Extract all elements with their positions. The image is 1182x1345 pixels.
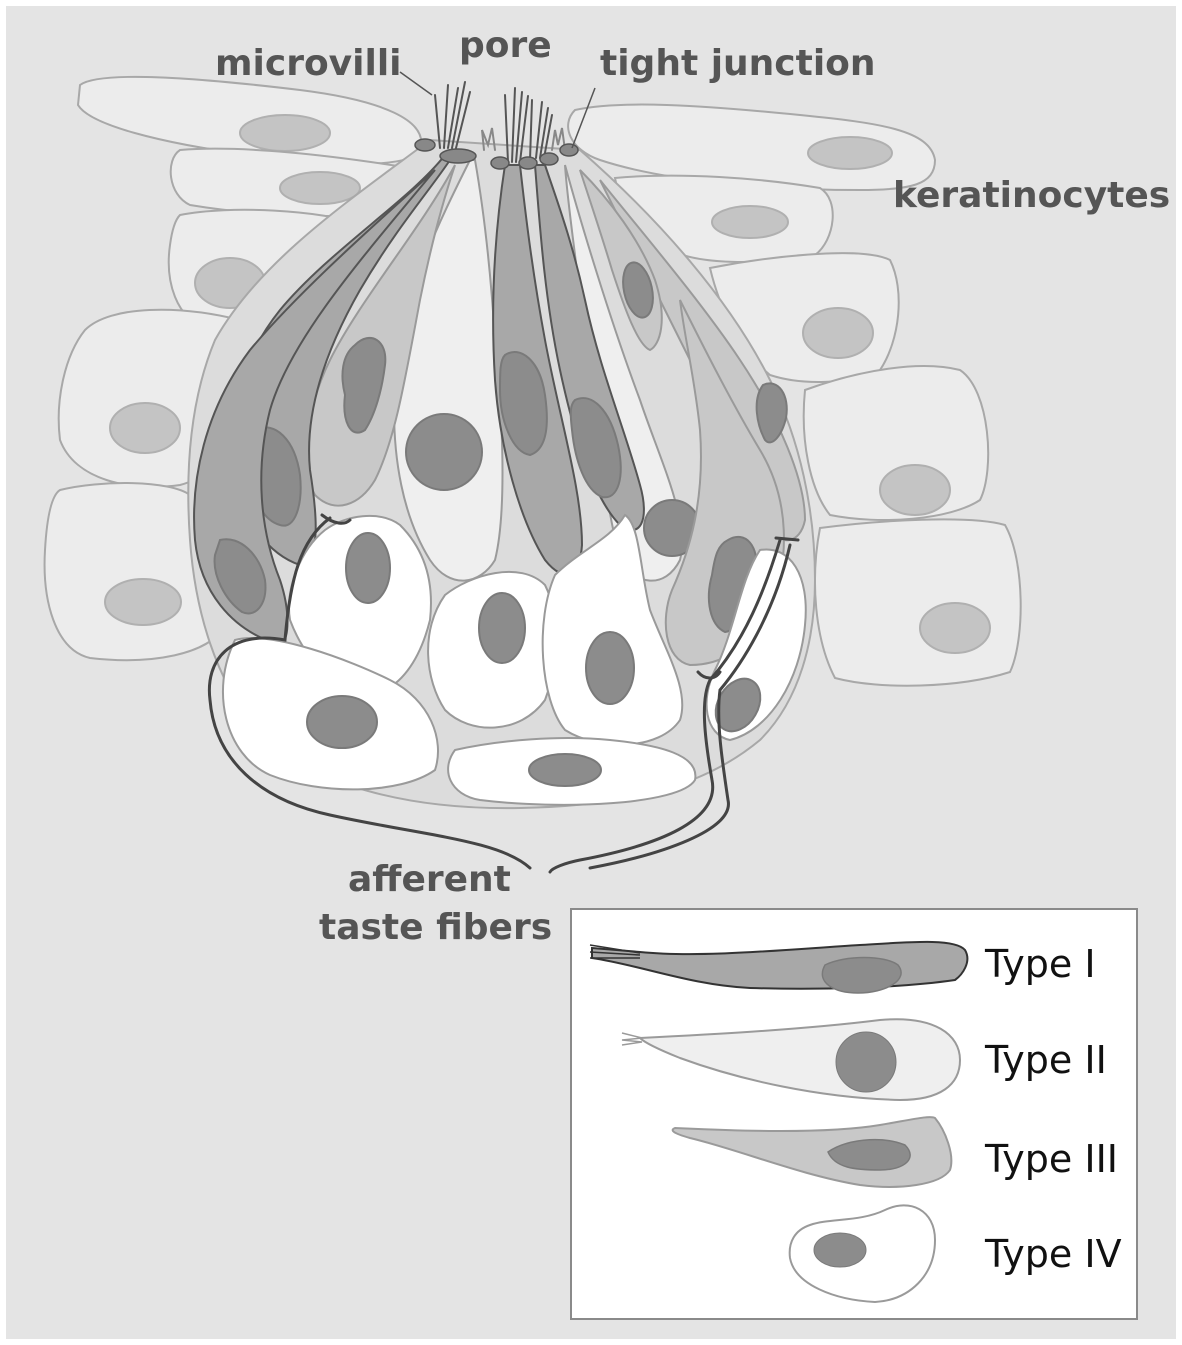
tight-junction-label: tight junction (600, 46, 876, 82)
pore-label: pore (459, 28, 552, 64)
legend-type-ii-label: Type II (985, 1041, 1107, 1079)
type-iv-nucleus (479, 593, 525, 663)
keratinocyte-nucleus (240, 115, 330, 151)
type-ii-nucleus (406, 414, 482, 490)
keratinocyte-nucleus (803, 308, 873, 358)
keratinocyte-nucleus (808, 137, 892, 169)
keratinocyte-nucleus (880, 465, 950, 515)
keratinocyte-nucleus (110, 403, 180, 453)
type-iv-nucleus (529, 754, 601, 786)
legend-type-iv-label: Type IV (985, 1235, 1122, 1273)
legend-type-iii-label: Type III (985, 1140, 1118, 1178)
keratinocyte-nucleus (105, 579, 181, 625)
afferent-fiber (776, 538, 798, 540)
type-iv-nucleus (586, 632, 634, 704)
keratinocyte-nucleus (712, 206, 788, 238)
taste-fibers-label: taste fibers (319, 910, 552, 946)
type-iv-nucleus (307, 696, 377, 748)
microvilli-label: microvilli (215, 46, 402, 82)
keratinocyte-nucleus (280, 172, 360, 204)
legend-type-i-label: Type I (985, 945, 1096, 983)
afferent-label: afferent (348, 862, 511, 898)
type-iv-nucleus (346, 533, 390, 603)
keratinocytes-label: keratinocytes (893, 178, 1170, 214)
keratinocyte-cell (815, 519, 1021, 685)
keratinocyte-nucleus (920, 603, 990, 653)
